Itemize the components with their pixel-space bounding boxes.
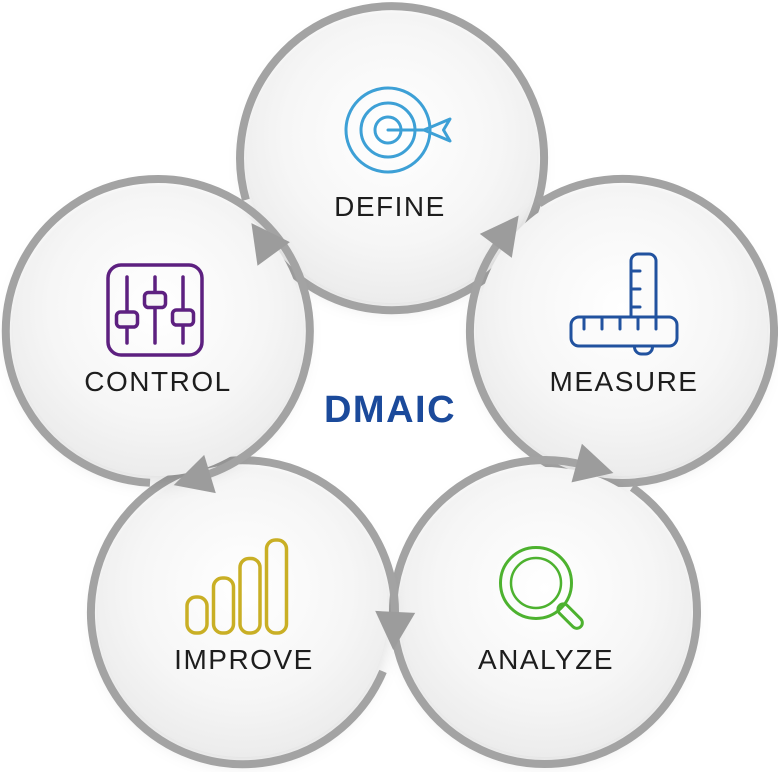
define-arrowhead-icon (251, 223, 290, 266)
bar-chart-icon (185, 538, 289, 635)
analyze-label: ANALYZE (478, 644, 614, 675)
cycle-arrowheads (173, 215, 614, 650)
measure-arrowhead-icon (479, 215, 519, 258)
analyze-ring-arrow (389, 456, 701, 768)
ruler-icon (569, 252, 679, 356)
analyze-disc (400, 467, 690, 757)
measure-label: MEASURE (550, 366, 699, 397)
target-icon (344, 86, 452, 174)
control-disc (13, 186, 303, 476)
define-label: DEFINE (334, 191, 446, 222)
sliders-icon (106, 263, 204, 357)
control-label: CONTROL (84, 366, 231, 397)
improve-arrowhead-icon (375, 610, 416, 650)
improve-ring-arrow (87, 456, 399, 769)
define-ring-arrow (236, 2, 549, 315)
magnifier-icon (499, 546, 584, 630)
control-circle (1, 175, 314, 487)
diagram-title: DMAIC (324, 389, 456, 431)
analyze-arrowhead-icon (571, 443, 614, 483)
control-ring-arrow (1, 175, 314, 487)
analyze-circle (389, 456, 701, 768)
improve-circle (87, 456, 399, 769)
improve-disc (98, 467, 388, 757)
improve-label: IMPROVE (174, 644, 314, 675)
control-arrowhead-icon (173, 454, 216, 494)
measure-ring-arrow (466, 175, 778, 487)
